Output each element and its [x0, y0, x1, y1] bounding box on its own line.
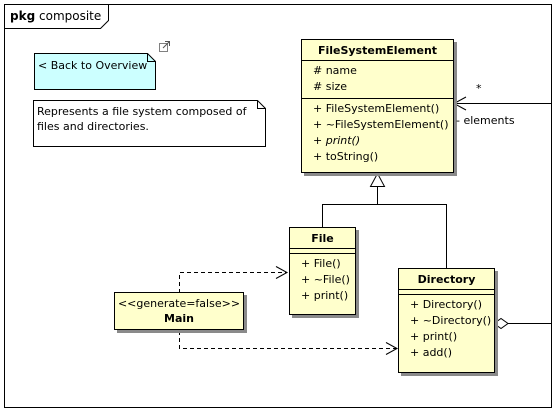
attribute-name: # name: [313, 64, 357, 77]
package-keyword: pkg: [10, 9, 36, 23]
operation-add: + add(): [410, 346, 453, 359]
description-note: Represents a file system composed of fil…: [37, 104, 261, 134]
operation-print: + print(): [410, 330, 458, 343]
class-name: Directory: [399, 269, 494, 290]
operation-constructor: + File(): [301, 257, 341, 270]
class-name: Main: [164, 312, 194, 325]
association-role-label: - elements: [456, 114, 515, 127]
description-line: Represents a file system composed of: [37, 105, 247, 118]
operation-print: + print(): [301, 289, 349, 302]
class-stereotype: <<generate=false>>: [117, 297, 241, 310]
operation-to-string: + toString(): [313, 150, 379, 163]
back-to-overview-link[interactable]: < Back to Overview: [38, 58, 148, 73]
association-multiplicity: *: [476, 82, 482, 95]
attribute-size: # size: [313, 80, 348, 93]
class-directory[interactable]: Directory + Directory() + ~Directory() +…: [398, 268, 495, 373]
class-name: File: [290, 228, 355, 249]
external-link-icon[interactable]: [159, 41, 170, 52]
operations-section: + Directory() + ~Directory() + print() +…: [399, 295, 494, 364]
package-frame-title: pkg composite: [4, 4, 107, 28]
attributes-section: [290, 249, 355, 254]
operation-destructor: + ~Directory(): [410, 314, 492, 327]
package-frame-tab: [4, 4, 109, 29]
description-line: files and directories.: [37, 120, 149, 133]
operation-constructor: + Directory(): [410, 298, 482, 311]
class-main[interactable]: <<generate=false>> Main: [114, 292, 244, 330]
attributes-section: # name # size: [302, 61, 453, 99]
back-to-overview-label: < Back to Overview: [38, 59, 148, 72]
class-name: FileSystemElement: [302, 40, 453, 61]
class-file[interactable]: File + File() + ~File() + print(): [289, 227, 356, 315]
operations-section: + File() + ~File() + print(): [290, 254, 355, 307]
package-name: composite: [39, 9, 102, 23]
operation-destructor: + ~FileSystemElement(): [313, 118, 449, 131]
aggregation-connector: [452, 96, 552, 330]
operation-destructor: + ~File(): [301, 273, 350, 286]
generalization-connector: [322, 172, 447, 268]
back-link-note-shape: [34, 53, 156, 90]
attributes-section: [399, 290, 494, 295]
description-note-shape: [33, 100, 266, 147]
dependency-main-file: [179, 266, 289, 293]
class-file-system-element[interactable]: FileSystemElement # name # size + FileSy…: [301, 39, 454, 173]
generalization-arrowhead: [369, 172, 386, 187]
dependency-main-directory: [179, 331, 399, 355]
operations-section: + FileSystemElement() + ~FileSystemEleme…: [302, 99, 453, 168]
operation-constructor: + FileSystemElement(): [313, 102, 440, 115]
operation-print-abstract: + print(): [313, 134, 361, 147]
aggregation-diamond: [493, 317, 509, 330]
